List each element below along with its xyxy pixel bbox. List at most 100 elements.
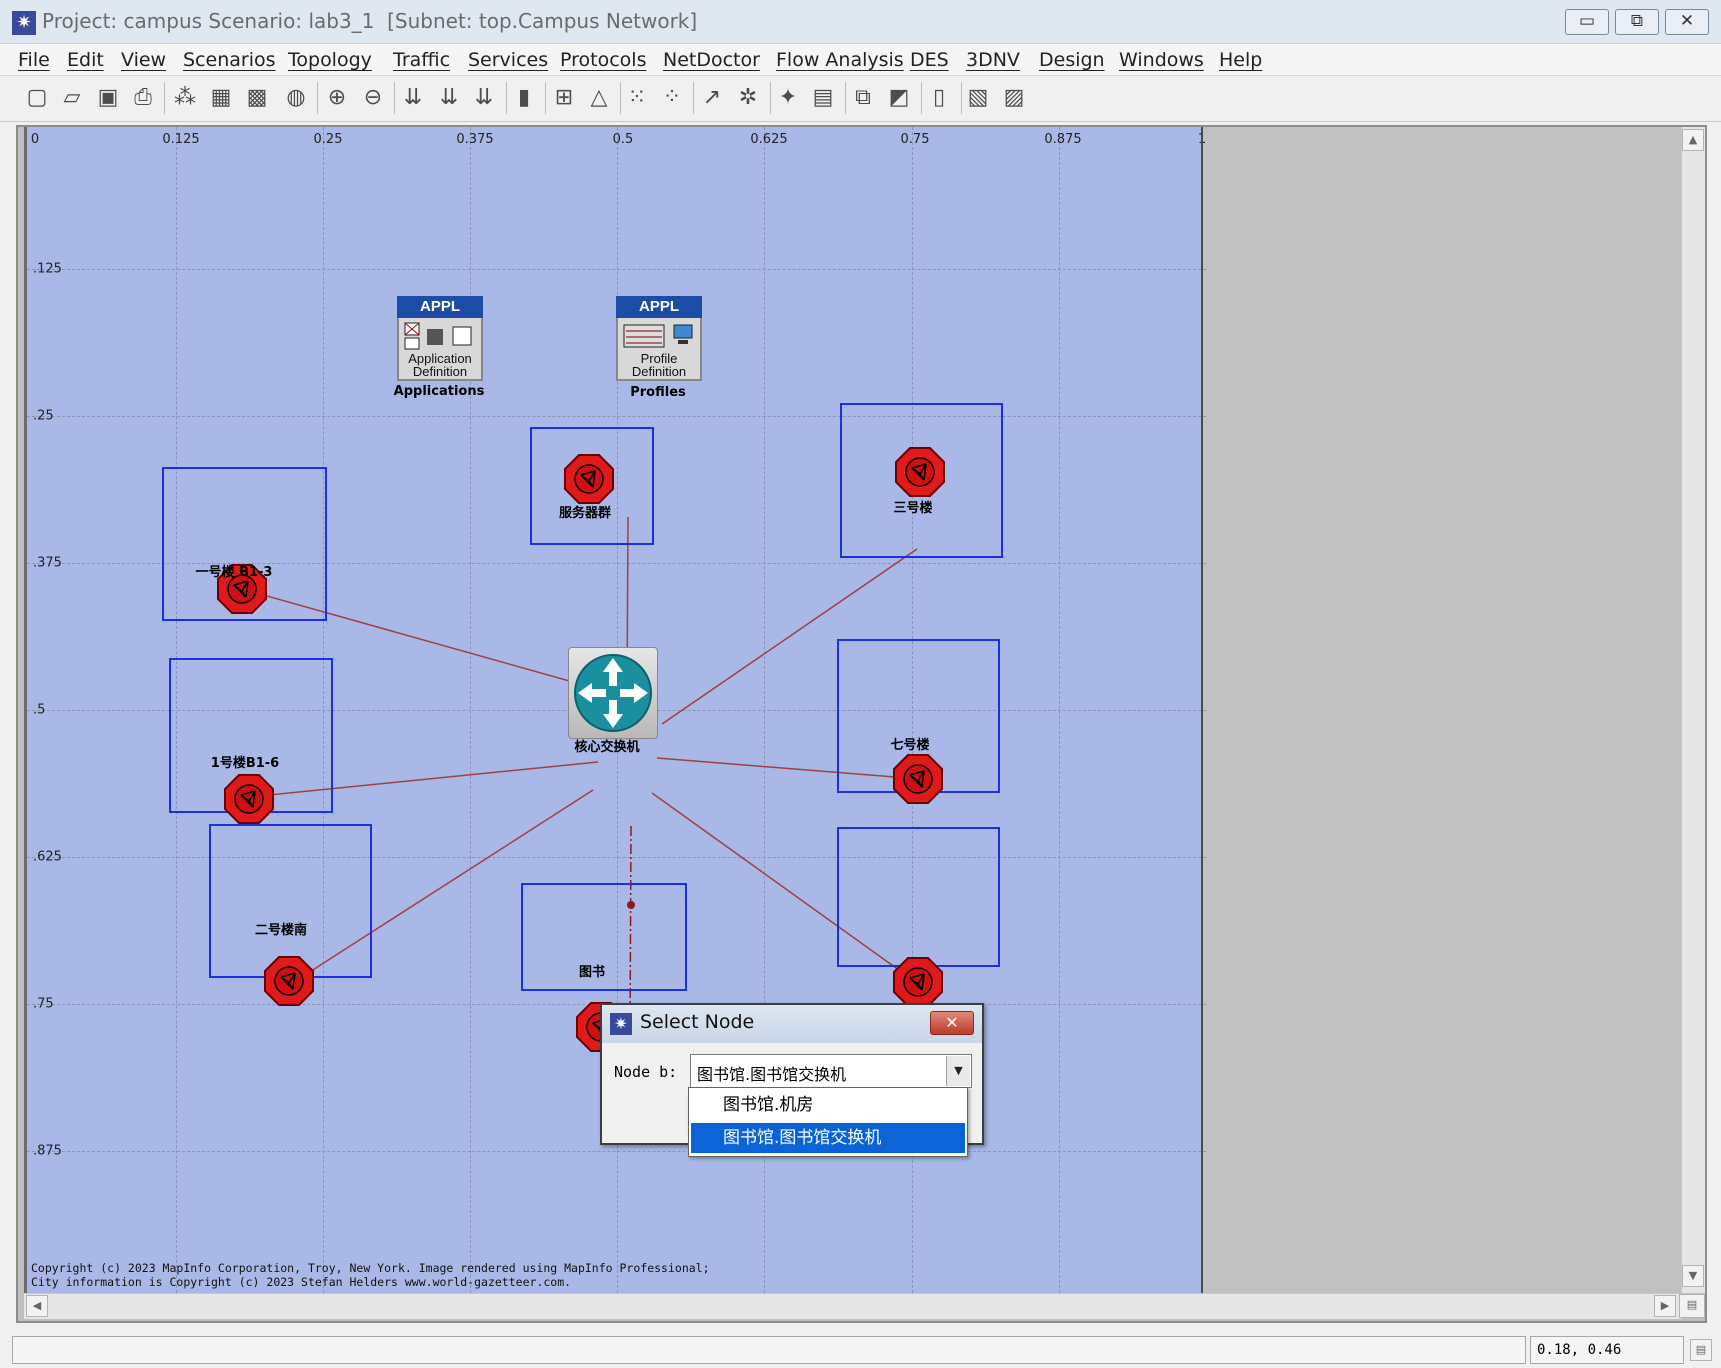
- menu-3dnv[interactable]: 3DNV: [966, 49, 1020, 71]
- link-core-building3[interactable]: [661, 548, 918, 725]
- y-tick-label: .875: [33, 1143, 62, 1159]
- pointer-icon[interactable]: ↗: [702, 85, 722, 110]
- view-results-icon[interactable]: ⧉: [855, 85, 871, 110]
- menu-windows[interactable]: Windows: [1119, 49, 1204, 71]
- ip-addressing-icon[interactable]: ⊞: [554, 85, 574, 110]
- link-core-building2-south[interactable]: [290, 789, 594, 985]
- ipv6-icon[interactable]: ▨: [1003, 85, 1025, 110]
- window-title: Project: campus Scenario: lab3_1 [Subnet…: [42, 9, 698, 33]
- profile-definition-node[interactable]: APPL Profile Definition: [616, 296, 702, 381]
- x-tick-label: 0: [30, 132, 40, 147]
- link-drag-handle[interactable]: [627, 901, 635, 909]
- x-tick-label: 0.625: [750, 132, 788, 147]
- recover-icon[interactable]: ◍: [286, 85, 306, 110]
- chevron-down-icon[interactable]: ▼: [946, 1056, 970, 1086]
- x-tick-label: 0.375: [456, 132, 494, 147]
- appl-badge: APPL: [397, 296, 483, 318]
- dialog-close-button[interactable]: ✕: [930, 1011, 974, 1035]
- menu-services[interactable]: Services: [468, 49, 549, 71]
- subnet-icon-building2-south[interactable]: [264, 956, 314, 1006]
- run-simulation-icon[interactable]: ✦: [778, 85, 798, 110]
- log-icon[interactable]: ▯: [932, 85, 946, 110]
- link-core-right-bottom[interactable]: [651, 792, 918, 984]
- app-logo-icon: ✷: [610, 1013, 632, 1035]
- new-project-icon[interactable]: ▢: [26, 85, 48, 110]
- subnet-icon-server-farm[interactable]: [564, 454, 614, 504]
- y-tick-label: .625: [33, 849, 62, 865]
- menu-protocols[interactable]: Protocols: [560, 49, 647, 71]
- topology-icon[interactable]: ✲: [738, 85, 758, 110]
- maximize-button[interactable]: ⧉: [1615, 9, 1659, 35]
- menu-design[interactable]: Design: [1039, 49, 1105, 71]
- appl-line2: Definition: [631, 364, 687, 379]
- configure-vne-icon[interactable]: ⇊: [474, 85, 494, 110]
- link-core-building7[interactable]: [656, 757, 921, 780]
- open-icon[interactable]: ▱: [63, 85, 81, 110]
- subnet-icon-building7[interactable]: [893, 754, 943, 804]
- dialog-title-bar[interactable]: ✷ Select Node ✕: [602, 1005, 982, 1043]
- subnet-icon-building1-b16[interactable]: [224, 774, 274, 824]
- horizontal-scrollbar[interactable]: ◀ ▶: [24, 1293, 1681, 1319]
- core-switch-node[interactable]: [568, 647, 658, 739]
- node-b-select[interactable]: 图书馆.图书馆交换机 ▼: [690, 1054, 972, 1088]
- configure-dfg-icon[interactable]: ⇊: [439, 85, 459, 110]
- object-palette-icon[interactable]: ⁂: [174, 85, 196, 110]
- configure-ace-icon[interactable]: ⇊: [403, 85, 423, 110]
- rearrange-icon[interactable]: ⁘: [662, 85, 682, 110]
- appl-line1: Profile: [640, 351, 678, 366]
- toolbar-separator: [394, 82, 395, 114]
- toolbar-separator: [770, 82, 771, 114]
- menu-netdoctor[interactable]: NetDoctor: [663, 49, 760, 71]
- check-links-icon[interactable]: ▦: [210, 85, 232, 110]
- zoom-in-icon[interactable]: ⊕: [327, 85, 347, 110]
- menu-view[interactable]: View: [121, 49, 167, 71]
- toolbar-separator: [506, 82, 507, 114]
- minimize-button[interactable]: ▭: [1565, 9, 1609, 35]
- capture-icon[interactable]: ▧: [967, 85, 989, 110]
- vertical-scrollbar[interactable]: ▲ ▼: [1681, 127, 1705, 1293]
- import-icon[interactable]: ▮: [517, 85, 531, 110]
- status-coordinates: 0.18, 0.46: [1530, 1336, 1684, 1364]
- subnet-icon-right-bottom[interactable]: [893, 957, 943, 1007]
- profiles-label: Profiles: [630, 385, 686, 400]
- x-tick-label: 0.875: [1044, 132, 1082, 147]
- menu-flow-analysis[interactable]: Flow Analysis: [776, 49, 904, 71]
- zoom-out-icon[interactable]: ⊖: [363, 85, 383, 110]
- subnet-box-library[interactable]: [521, 883, 687, 991]
- dropdown-option-selected[interactable]: 图书馆.图书馆交换机: [691, 1123, 965, 1153]
- menu-file[interactable]: File: [18, 49, 50, 71]
- layout-icon[interactable]: ⁙: [627, 85, 647, 110]
- application-definition-node[interactable]: APPL Application Definition: [397, 296, 483, 381]
- save-icon[interactable]: ▣: [97, 85, 119, 110]
- statistics-icon[interactable]: ◩: [888, 85, 910, 110]
- subnet-box-building1-b13[interactable]: [162, 467, 327, 621]
- node-label-server-farm: 服务器群: [558, 506, 612, 521]
- link-core-building1-b13[interactable]: [241, 588, 599, 690]
- close-button[interactable]: ✕: [1665, 9, 1709, 35]
- subnet-box-server-farm[interactable]: [530, 427, 654, 545]
- scroll-left-arrow-icon[interactable]: ◀: [26, 1295, 48, 1317]
- toolbar-separator: [545, 82, 546, 114]
- x-tick-label: 0.5: [612, 132, 634, 147]
- menu-des[interactable]: DES: [910, 49, 949, 71]
- application-config-icon: [404, 322, 472, 350]
- fail-selected-icon[interactable]: ▩: [246, 85, 268, 110]
- menu-scenarios[interactable]: Scenarios: [183, 49, 276, 71]
- profile-config-icon: [623, 324, 693, 348]
- subnet-box-building3[interactable]: [840, 403, 1003, 558]
- menu-edit[interactable]: Edit: [67, 49, 104, 71]
- map-copyright-line1: Copyright (c) 2023 MapInfo Corporation, …: [31, 1261, 710, 1275]
- link-core-building1-b16[interactable]: [248, 761, 599, 798]
- print-icon[interactable]: ⎙: [134, 85, 152, 110]
- scroll-right-arrow-icon[interactable]: ▶: [1654, 1295, 1676, 1317]
- alert-icon[interactable]: △: [590, 85, 608, 110]
- toolbar-separator: [961, 82, 962, 114]
- menu-topology[interactable]: Topology: [288, 49, 372, 71]
- dropdown-option[interactable]: 图书馆.机房: [723, 1095, 814, 1115]
- scroll-down-arrow-icon[interactable]: ▼: [1682, 1265, 1704, 1287]
- subnet-icon-building3[interactable]: [895, 447, 945, 497]
- menu-help[interactable]: Help: [1219, 49, 1263, 71]
- scroll-up-arrow-icon[interactable]: ▲: [1682, 129, 1704, 151]
- menu-traffic[interactable]: Traffic: [393, 49, 451, 71]
- results-icon[interactable]: ▤: [812, 85, 834, 110]
